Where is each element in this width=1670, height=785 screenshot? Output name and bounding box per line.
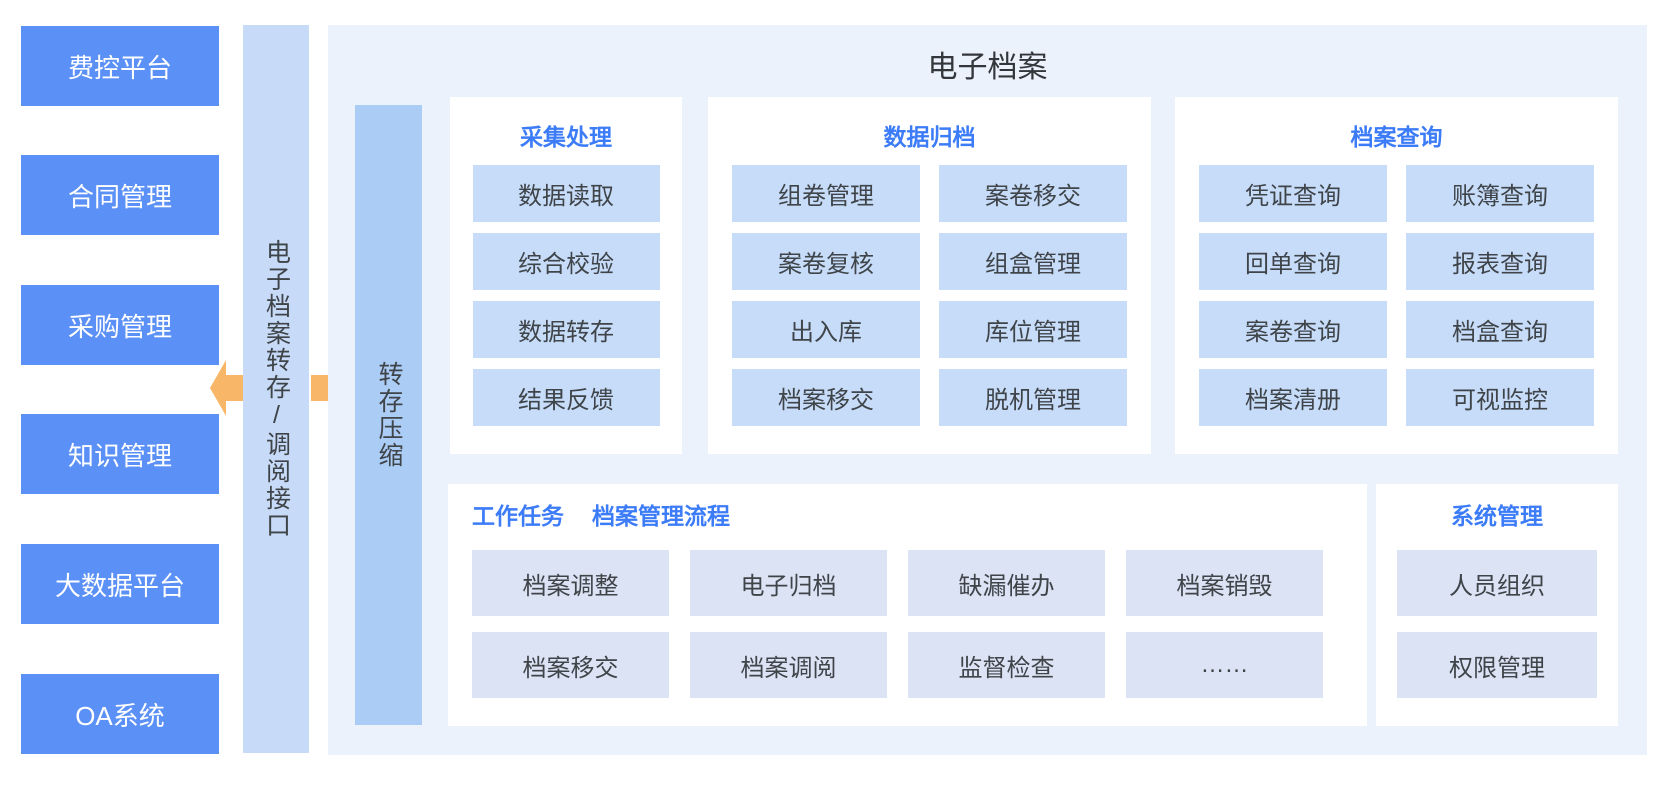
section-items: 凭证查询 账簿查询 回单查询 报表查询 案卷查询 档盒查询 档案清册 可视监控: [1175, 165, 1618, 426]
section-collect-process: 采集处理 数据读取 综合校验 数据转存 结果反馈: [450, 97, 682, 454]
module-item: 权限管理: [1397, 632, 1597, 698]
module-item: 报表查询: [1406, 233, 1594, 290]
module-item: 档案移交: [472, 632, 669, 698]
section-title: 系统管理: [1451, 503, 1543, 529]
module-item: 档案销毁: [1126, 550, 1323, 616]
section-system-management: 系统管理 人员组织 权限管理: [1376, 484, 1618, 726]
section-title-sub: 档案管理流程: [592, 503, 730, 529]
module-item: 库位管理: [939, 301, 1127, 358]
module-item: 缺漏催办: [908, 550, 1105, 616]
module-item: 组盒管理: [939, 233, 1127, 290]
module-item: 档案调整: [472, 550, 669, 616]
compress-bar-label: 转存压缩: [375, 361, 403, 469]
source-system-box: 大数据平台: [21, 544, 219, 624]
section-title: 数据归档: [883, 124, 976, 150]
source-system-box: 采购管理: [21, 285, 219, 365]
section-items: 档案调整 电子归档 缺漏催办 档案销毁 档案移交 档案调阅 监督检查 ……: [448, 550, 1367, 698]
module-item: 人员组织: [1397, 550, 1597, 616]
diagram-title: 电子档案: [927, 51, 1048, 84]
module-item: 结果反馈: [472, 369, 660, 426]
module-item: 脱机管理: [939, 369, 1127, 426]
section-title-main: 工作任务: [472, 503, 564, 529]
module-item: 回单查询: [1199, 233, 1387, 290]
module-item: 案卷查询: [1199, 301, 1387, 358]
section-work-tasks: 工作任务 档案管理流程 档案调整 电子归档 缺漏催办 档案销毁 档案移交 档案调阅…: [448, 484, 1367, 726]
source-system-box: 费控平台: [21, 26, 219, 106]
module-item: 案卷复核: [732, 233, 920, 290]
module-item: 电子归档: [690, 550, 887, 616]
source-system-box: 合同管理: [21, 155, 219, 235]
module-item: 可视监控: [1406, 369, 1594, 426]
module-item: 档案调阅: [690, 632, 887, 698]
module-item: 数据转存: [472, 301, 660, 358]
source-system-box: OA系统: [21, 674, 219, 754]
module-item: 档盒查询: [1406, 301, 1594, 358]
module-item: 出入库: [732, 301, 920, 358]
module-item: 账簿查询: [1406, 165, 1594, 222]
section-items: 组卷管理 案卷移交 案卷复核 组盒管理 出入库 库位管理 档案移交 脱机管理: [708, 165, 1151, 426]
module-item: 综合校验: [472, 233, 660, 290]
module-item: 组卷管理: [732, 165, 920, 222]
section-data-archive: 数据归档 组卷管理 案卷移交 案卷复核 组盒管理 出入库 库位管理 档案移交 脱…: [708, 97, 1151, 454]
module-item: 监督检查: [908, 632, 1105, 698]
section-title: 采集处理: [520, 124, 612, 150]
transfer-retrieval-interface-bar: 电子档案转存/调阅接口: [243, 25, 309, 753]
module-item: 档案清册: [1199, 369, 1387, 426]
section-title: 档案查询: [1350, 124, 1443, 150]
left-arrow-icon: [210, 360, 243, 416]
interface-bar-label: 电子档案转存/调阅接口: [262, 239, 291, 539]
module-item: 档案移交: [732, 369, 920, 426]
source-system-box: 知识管理: [21, 414, 219, 494]
section-items: 人员组织 权限管理: [1376, 550, 1618, 698]
module-item: 案卷移交: [939, 165, 1127, 222]
module-item: 数据读取: [472, 165, 660, 222]
section-title: 工作任务 档案管理流程: [448, 503, 1367, 529]
electronic-archive-container: 电子档案 转存压缩 采集处理 数据读取 综合校验 数据转存 结果反馈 数据归档 …: [328, 25, 1647, 755]
transfer-compress-bar: 转存压缩: [355, 105, 422, 725]
section-items: 数据读取 综合校验 数据转存 结果反馈: [450, 165, 682, 426]
section-archive-query: 档案查询 凭证查询 账簿查询 回单查询 报表查询 案卷查询 档盒查询 档案清册 …: [1175, 97, 1618, 454]
module-item: 凭证查询: [1199, 165, 1387, 222]
module-item: ……: [1126, 632, 1323, 698]
